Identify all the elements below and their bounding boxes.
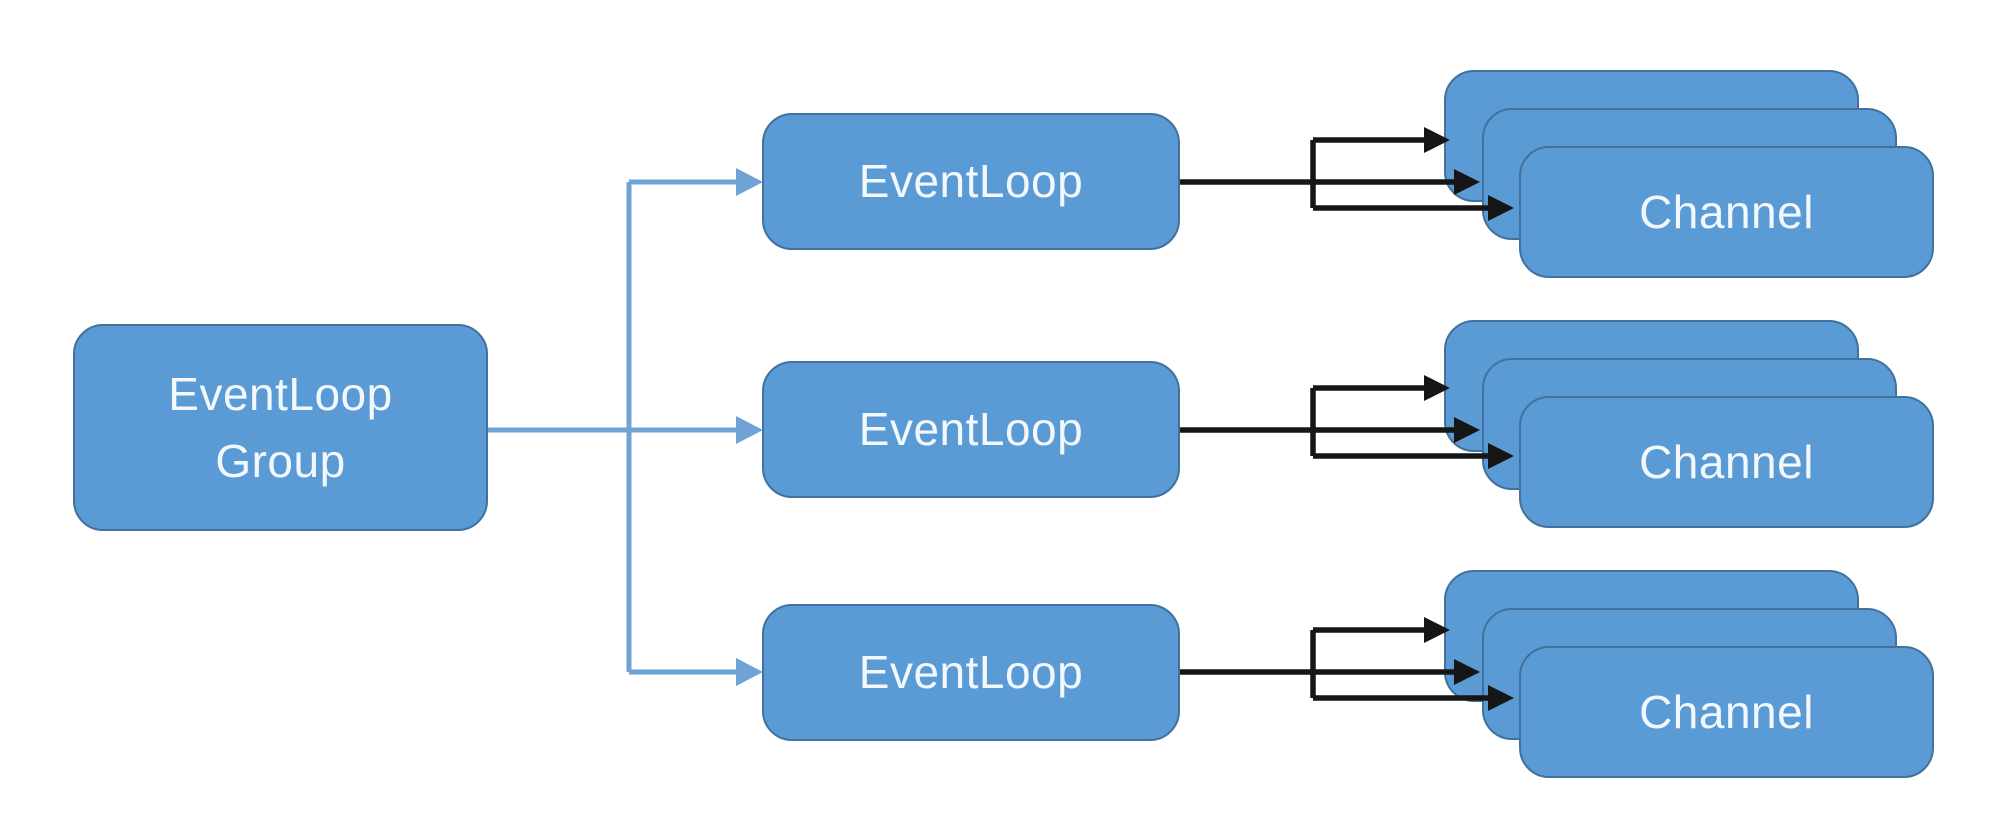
arrowhead-icon (736, 658, 763, 686)
eventloop-label-2: EventLoop (858, 403, 1084, 456)
eventloop-box-1: EventLoop (762, 113, 1180, 250)
eventloop-group-label-line1: EventLoop (168, 367, 393, 420)
group-to-eventloop-arrowheads (736, 168, 763, 686)
channel-stack-1-box-front: Channel (1519, 146, 1934, 278)
eventloop-box-3: EventLoop (762, 604, 1180, 741)
eventloop-label-1: EventLoop (858, 155, 1084, 208)
eventloop-label-3: EventLoop (858, 646, 1084, 699)
channel-stack-2-box-front: Channel (1519, 396, 1934, 528)
arrowhead-icon (736, 416, 763, 444)
arrowhead-icon (736, 168, 763, 196)
group-to-eventloop-connector-lines (488, 179, 740, 675)
channel-label-2: Channel (1639, 435, 1814, 488)
eventloop-group-label: EventLoop Group (168, 361, 392, 494)
channel-stack-3-box-front: Channel (1519, 646, 1934, 778)
eventloop-box-2: EventLoop (762, 361, 1180, 498)
eventloop-group-label-line2: Group (215, 434, 346, 487)
channel-label-3: Channel (1639, 685, 1814, 738)
eventloop-group-box: EventLoop Group (73, 324, 488, 531)
channel-label-1: Channel (1639, 185, 1814, 238)
